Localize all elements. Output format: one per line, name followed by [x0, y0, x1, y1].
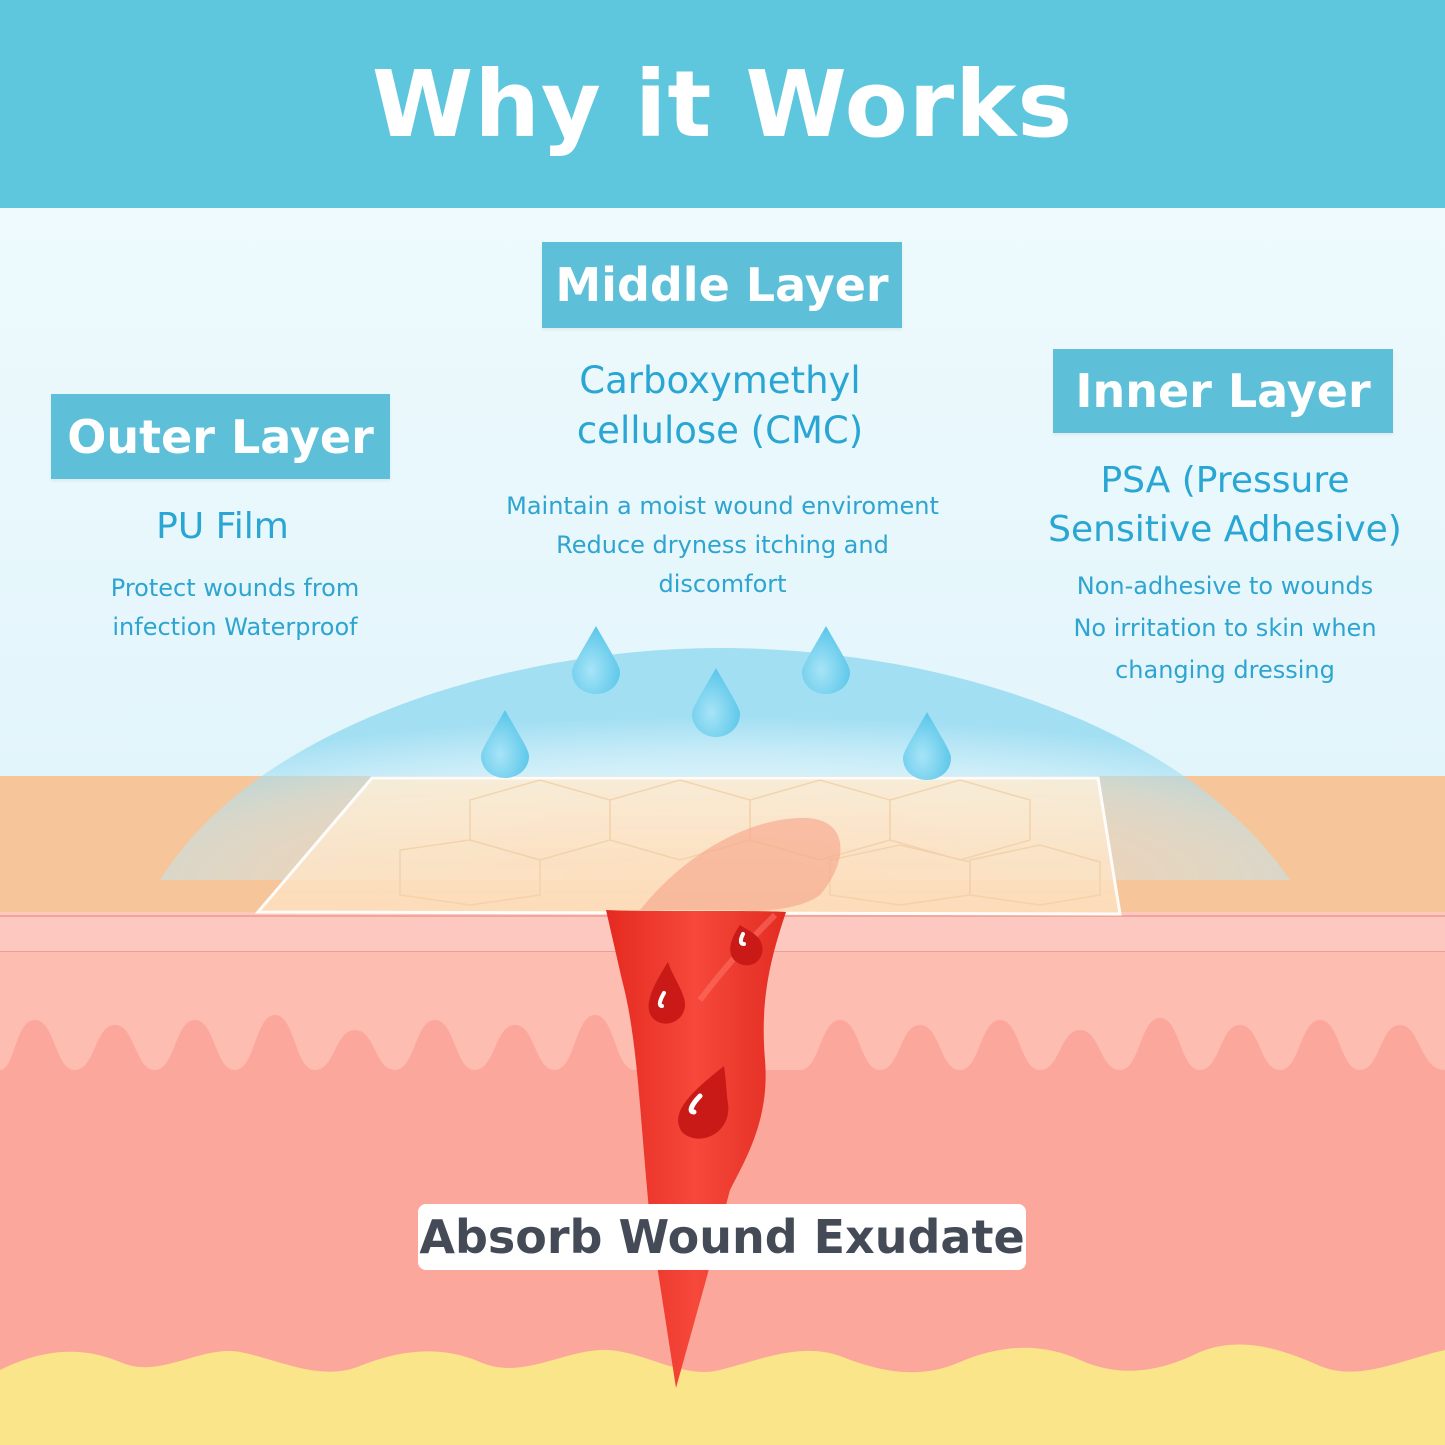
outer-layer-material: PU Film [156, 506, 289, 547]
middle-layer-material-line: cellulose (CMC) [576, 409, 864, 452]
middle-layer-description-line: Maintain a moist wound enviroment [506, 492, 939, 520]
inner-layer-description: Non-adhesive to wounds No irritation to … [1015, 565, 1435, 691]
inner-layer-material-line: Sensitive Adhesive) [1048, 509, 1402, 550]
exudate-caption-text: Absorb Wound Exudate [419, 1210, 1025, 1264]
inner-layer-description-line: No irritation to skin when [1073, 614, 1377, 642]
blood-drop [730, 925, 763, 966]
water-drop [481, 710, 529, 778]
outer-layer-badge: Outer Layer [51, 394, 390, 479]
middle-layer-description: Maintain a moist wound enviroment Reduce… [460, 487, 985, 604]
middle-layer-description-line: discomfort [658, 570, 787, 598]
page-title: Why it Works [371, 50, 1074, 158]
outer-layer-description: Protect wounds from infection Waterproof [60, 569, 410, 647]
outer-layer-label: Outer Layer [67, 409, 374, 464]
wound-swelling [640, 817, 841, 911]
blood-drop [678, 1066, 729, 1139]
inner-layer-description-line: Non-adhesive to wounds [1076, 572, 1374, 600]
outer-layer-description-line: infection Waterproof [112, 613, 358, 641]
water-drop [802, 626, 850, 694]
middle-layer-material: Carboxymethyl cellulose (CMC) [480, 356, 960, 456]
water-drop [692, 668, 740, 737]
water-drop [572, 626, 620, 694]
outer-layer-description-line: Protect wounds from [110, 574, 360, 602]
header-banner: Why it Works [0, 0, 1445, 208]
water-drop [903, 712, 951, 780]
inner-layer-material: PSA (Pressure Sensitive Adhesive) [1010, 456, 1440, 554]
fat-layer [0, 1344, 1445, 1445]
inner-layer-badge: Inner Layer [1053, 349, 1393, 433]
blood-drop [648, 962, 686, 1024]
middle-layer-description-line: Reduce dryness itching and [556, 531, 889, 559]
middle-layer-material-line: Carboxymethyl [579, 359, 861, 402]
wound-cut [606, 910, 786, 1388]
dressing-pad [254, 776, 1122, 916]
blood-droplets [648, 925, 763, 1139]
inner-layer-description-line: changing dressing [1115, 656, 1335, 684]
water-droplets [481, 626, 951, 780]
exudate-caption: Absorb Wound Exudate [418, 1204, 1026, 1270]
middle-layer-badge: Middle Layer [542, 242, 902, 328]
middle-layer-label: Middle Layer [555, 258, 889, 312]
inner-layer-material-line: PSA (Pressure [1100, 460, 1350, 501]
inner-layer-label: Inner Layer [1075, 364, 1371, 418]
